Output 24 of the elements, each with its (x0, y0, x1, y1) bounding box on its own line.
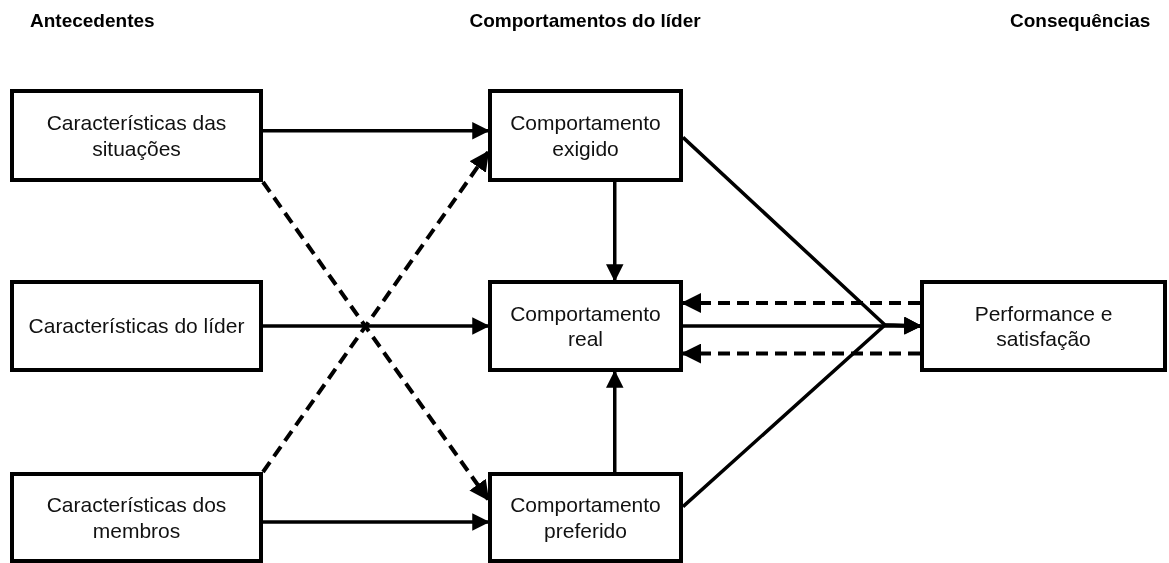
dashed-arrow (261, 150, 490, 474)
node-label: Comportamento real (509, 300, 662, 352)
node-label: Performance e satisfação (973, 300, 1114, 352)
process-box (488, 89, 683, 182)
dashed-arrow (261, 180, 490, 501)
process-box (488, 280, 683, 372)
node-label: Características dos membros (45, 492, 228, 543)
column-heading: Comportamentos do líder (469, 10, 701, 32)
process-box (10, 280, 263, 372)
column-heading: Consequências (1010, 10, 1151, 32)
process-box (920, 280, 1167, 372)
column-heading: Antecedentes (30, 10, 155, 32)
node-label: Comportamento preferido (509, 492, 662, 543)
process-box (10, 472, 263, 563)
process-box (488, 472, 683, 563)
process-box (10, 89, 263, 182)
arrow (263, 122, 490, 140)
arrow (606, 370, 624, 472)
node-label: Características das situações (45, 110, 228, 161)
node-label: Comportamento exigido (509, 110, 662, 161)
node-label: Características do líder (27, 313, 246, 339)
arrow (263, 513, 490, 531)
arrow (606, 182, 624, 282)
arrow (263, 317, 490, 335)
